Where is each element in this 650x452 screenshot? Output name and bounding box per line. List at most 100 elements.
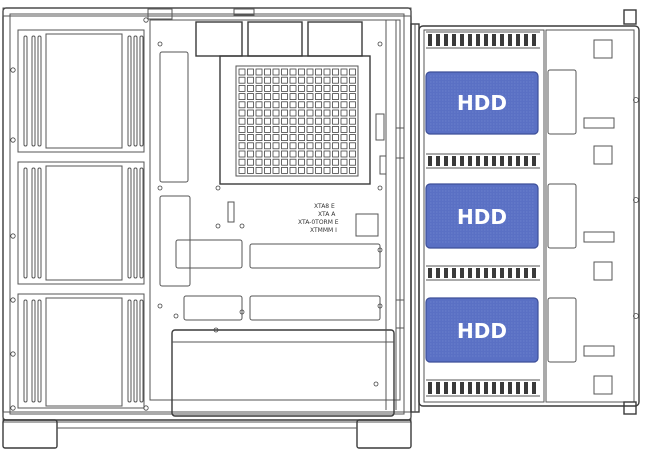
- screw-hole: [143, 17, 149, 23]
- standoff-label: XTMMM I: [310, 227, 337, 234]
- grid-cell: [264, 158, 271, 166]
- grid-cell: [315, 126, 322, 133]
- vent-slot: [133, 167, 138, 279]
- grid-cell: [306, 109, 314, 117]
- rib-bar: [484, 382, 488, 394]
- rib-bar: [500, 34, 504, 46]
- grid-cell: [238, 101, 246, 109]
- grid-cell: [281, 93, 288, 100]
- screw-hole: [10, 67, 16, 73]
- grid-cell: [255, 68, 263, 76]
- grid-cell: [332, 109, 339, 117]
- rib-bar: [476, 382, 480, 394]
- grid-cell: [238, 166, 246, 174]
- rib-bar: [444, 268, 448, 278]
- grid-cell: [247, 76, 254, 84]
- rib-bar: [524, 268, 528, 278]
- case-feet: [2, 419, 412, 449]
- grid-cell: [340, 142, 348, 150]
- grid-cell: [315, 85, 322, 92]
- vent-slot: [23, 299, 28, 403]
- rib-bar: [492, 382, 496, 394]
- grid-cell: [281, 85, 288, 92]
- rib-bar: [508, 268, 512, 278]
- grid-cell: [298, 76, 305, 84]
- rib-bar: [460, 156, 464, 166]
- rib-bar: [460, 268, 464, 278]
- grid-cell: [247, 158, 254, 166]
- grid-cell: [340, 166, 348, 174]
- grid-cell: [340, 126, 348, 133]
- grid-cell: [306, 68, 314, 76]
- grid-cell: [255, 85, 263, 92]
- vent-slot: [133, 299, 138, 403]
- grid-cell: [323, 101, 331, 109]
- grid-cell: [238, 150, 246, 158]
- grid-cell: [340, 68, 348, 76]
- hinge: [410, 23, 420, 413]
- grid-cell: [272, 76, 280, 84]
- grid-cell: [332, 150, 339, 158]
- grid-cell: [264, 142, 271, 150]
- grid-cell: [281, 142, 288, 150]
- grid-cell: [281, 126, 288, 133]
- grid-cell: [315, 101, 322, 109]
- standoff-hole: [377, 247, 383, 253]
- rib-bar: [484, 34, 488, 46]
- grid-cell: [349, 68, 356, 76]
- rib-bar: [428, 268, 432, 278]
- grid-cell: [247, 101, 254, 109]
- rib-bar: [524, 382, 528, 394]
- grid-cell: [306, 101, 314, 109]
- screw-hole: [10, 233, 16, 239]
- grid-cell: [349, 150, 356, 158]
- grid-cell: [289, 93, 297, 100]
- grid-cell: [238, 85, 246, 92]
- vent-slot: [23, 35, 28, 147]
- grid-cell: [264, 134, 271, 142]
- grid-cell: [340, 93, 348, 100]
- grid-cell: [315, 150, 322, 158]
- grid-cell: [315, 158, 322, 166]
- grid-cell: [323, 93, 331, 100]
- grid-cell: [298, 68, 305, 76]
- grid-cell: [349, 126, 356, 133]
- grid-cell: [238, 117, 246, 125]
- grid-cell: [315, 76, 322, 84]
- grid-cell: [340, 134, 348, 142]
- vent-slot: [23, 167, 28, 279]
- rib-bar: [468, 34, 472, 46]
- grid-cell: [349, 166, 356, 174]
- grid-cell: [247, 134, 254, 142]
- grid-cell: [340, 150, 348, 158]
- grid-cell: [332, 134, 339, 142]
- screw-hole: [10, 297, 16, 303]
- hdd-label: HDD: [457, 205, 507, 229]
- rib-bar: [500, 156, 504, 166]
- rib-bar: [492, 34, 496, 46]
- grid-cell: [298, 93, 305, 100]
- grid-cell: [281, 134, 288, 142]
- grid-cell: [315, 142, 322, 150]
- grid-cell: [340, 109, 348, 117]
- rib-bar: [500, 268, 504, 278]
- hdd-bay-2: HDD: [425, 183, 539, 249]
- grid-cell: [332, 76, 339, 84]
- grid-cell: [264, 68, 271, 76]
- grid-cell: [289, 126, 297, 133]
- grid-cell: [255, 76, 263, 84]
- cpu-cutout-grid: [238, 68, 356, 174]
- grid-cell: [264, 117, 271, 125]
- grid-cell: [332, 142, 339, 150]
- screw-hole: [143, 405, 149, 411]
- grid-cell: [255, 142, 263, 150]
- grid-cell: [255, 166, 263, 174]
- rib-bar: [492, 156, 496, 166]
- drive-cage-panel: [418, 9, 640, 415]
- standoff-label: XTA8 E: [314, 203, 335, 210]
- grid-cell: [264, 85, 271, 92]
- rib-bar: [532, 268, 536, 278]
- grid-cell: [255, 93, 263, 100]
- standoff-hole: [377, 41, 383, 47]
- grid-cell: [255, 117, 263, 125]
